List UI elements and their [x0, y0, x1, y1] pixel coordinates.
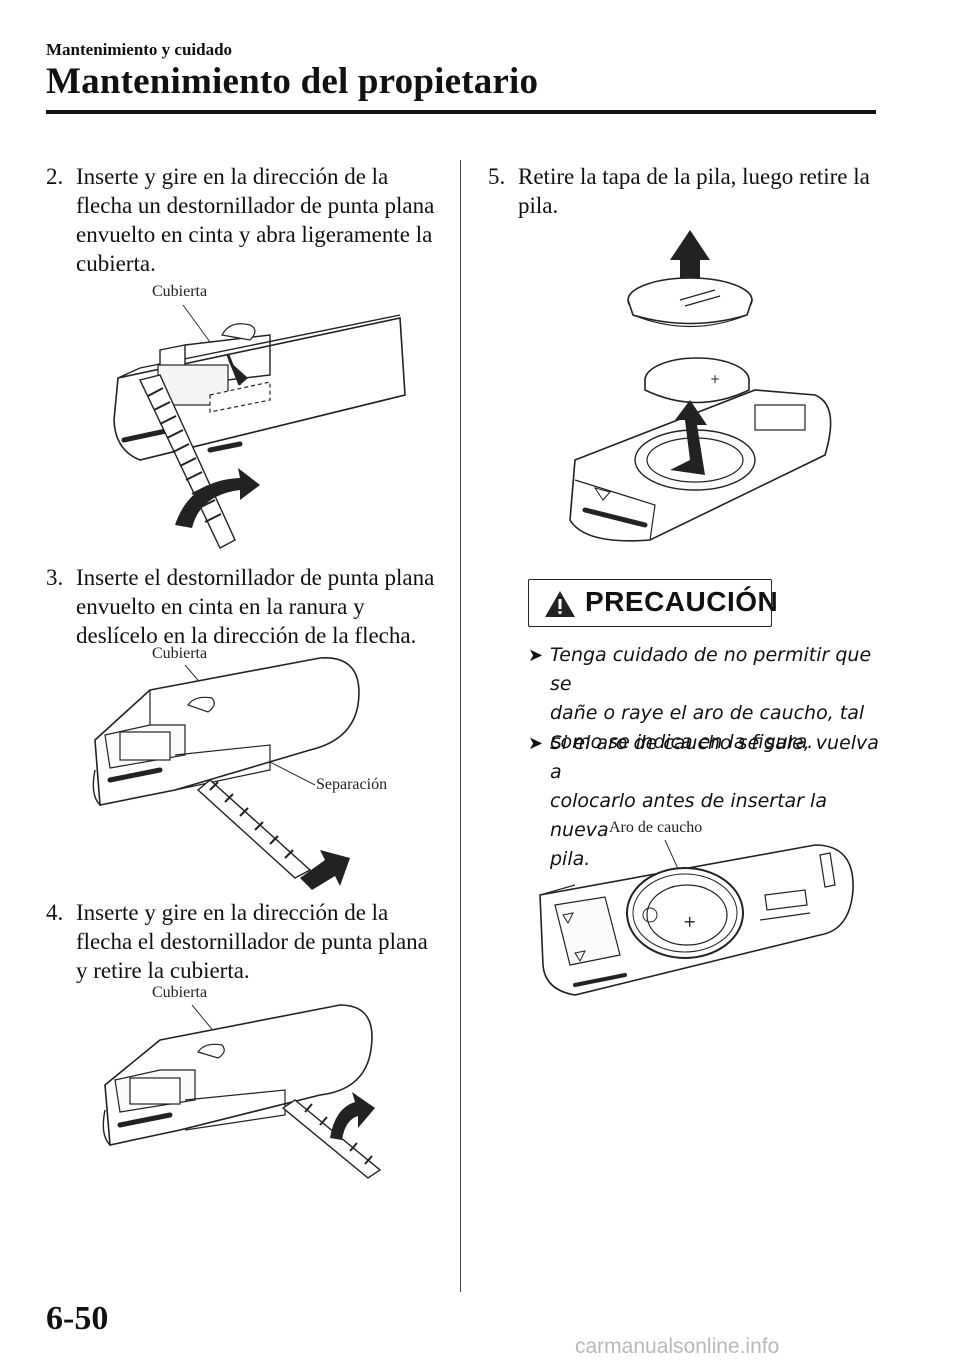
svg-text:+: +: [683, 912, 696, 931]
bullet-line: colocarlo antes de insertar la nueva: [550, 790, 827, 841]
bullet-line: pila.: [550, 848, 591, 870]
step-number: 5.: [488, 164, 506, 189]
step-number: 4.: [46, 900, 64, 925]
svg-text:+: +: [710, 372, 720, 386]
step-line: envuelto en cinta y abra ligeramente la: [76, 222, 433, 247]
title-rule: [46, 110, 876, 114]
caution-title: PRECAUCIÓN: [585, 586, 779, 617]
step-line: y retire la cubierta.: [76, 958, 250, 983]
step-2: 2. Inserte y gire en la dirección de la …: [46, 162, 446, 282]
bullet-line: Si el aro de caucho se sale, vuelva a: [550, 732, 879, 783]
caution-bullet: ➤ Tenga cuidado de no permitir que se da…: [528, 641, 888, 753]
bullet-text: Tenga cuidado de no permitir que se dañe…: [550, 641, 880, 757]
figure-label-rubber-ring: Aro de caucho: [609, 819, 703, 836]
page-number: 6-50: [46, 1300, 109, 1337]
step-4: 4. Inserte y gire en la dirección de la …: [46, 898, 446, 988]
figure-label-cover: Cubierta: [152, 283, 208, 300]
figure-label-cover: Cubierta: [152, 645, 208, 662]
figure-open-cover: [113, 304, 406, 549]
step-text: Inserte el destornillador de punta plana…: [76, 563, 434, 650]
step-text: Retire la tapa de la pila, luego retire …: [518, 162, 870, 220]
step-5: 5. Retire la tapa de la pila, luego reti…: [488, 162, 888, 222]
step-3: 3. Inserte el destornillador de punta pl…: [46, 563, 446, 653]
step-number: 3.: [46, 565, 64, 590]
step-line: Retire la tapa de la pila, luego retire …: [518, 164, 870, 189]
bullet-line: como se indica en la figura.: [550, 731, 814, 753]
step-text: Inserte y gire en la dirección de la fle…: [76, 898, 428, 985]
page-title: Mantenimiento del propietario: [46, 61, 539, 102]
step-line: pila.: [518, 193, 559, 218]
step-line: flecha un destornillador de punta plana: [76, 193, 435, 218]
bullet-line: dañe o raye el aro de caucho, tal: [550, 702, 865, 724]
figure-remove-battery: +: [569, 230, 832, 542]
step-line: Inserte y gire en la dirección de la: [76, 164, 389, 189]
step-line: cubierta.: [76, 251, 156, 276]
step-line: Inserte el destornillador de punta plana: [76, 565, 435, 590]
step-text: Inserte y gire en la dirección de la fle…: [76, 162, 434, 278]
step-line: deslícelo en la dirección de la flecha.: [76, 623, 417, 648]
caution-bullet: ➤ Si el aro de caucho se sale, vuelva a …: [528, 729, 888, 870]
figure-rubber-ring: +: [539, 839, 854, 996]
figure-slide-screwdriver: [92, 657, 360, 890]
figure-remove-cover: [102, 1004, 382, 1179]
bullet-arrow-icon: ➤: [528, 733, 544, 754]
section-label: Mantenimiento y cuidado: [46, 40, 233, 59]
caution-box: PRECAUCIÓN: [528, 579, 778, 627]
bullet-line: Tenga cuidado de no permitir que se: [550, 644, 872, 695]
watermark: carmanualsonline.info: [575, 1335, 780, 1358]
bullet-arrow-icon: ➤: [528, 645, 544, 666]
step-line: Inserte y gire en la dirección de la: [76, 900, 389, 925]
column-divider: [460, 160, 461, 1292]
step-line: flecha el destornillador de punta plana: [76, 929, 428, 954]
step-line: envuelto en cinta en la ranura y: [76, 594, 365, 619]
bullet-text: Si el aro de caucho se sale, vuelva a co…: [550, 729, 880, 874]
warning-triangle-icon: [545, 591, 575, 617]
figure-label-cover: Cubierta: [152, 984, 208, 1001]
step-number: 2.: [46, 164, 64, 189]
figure-label-gap: Separación: [316, 776, 388, 793]
